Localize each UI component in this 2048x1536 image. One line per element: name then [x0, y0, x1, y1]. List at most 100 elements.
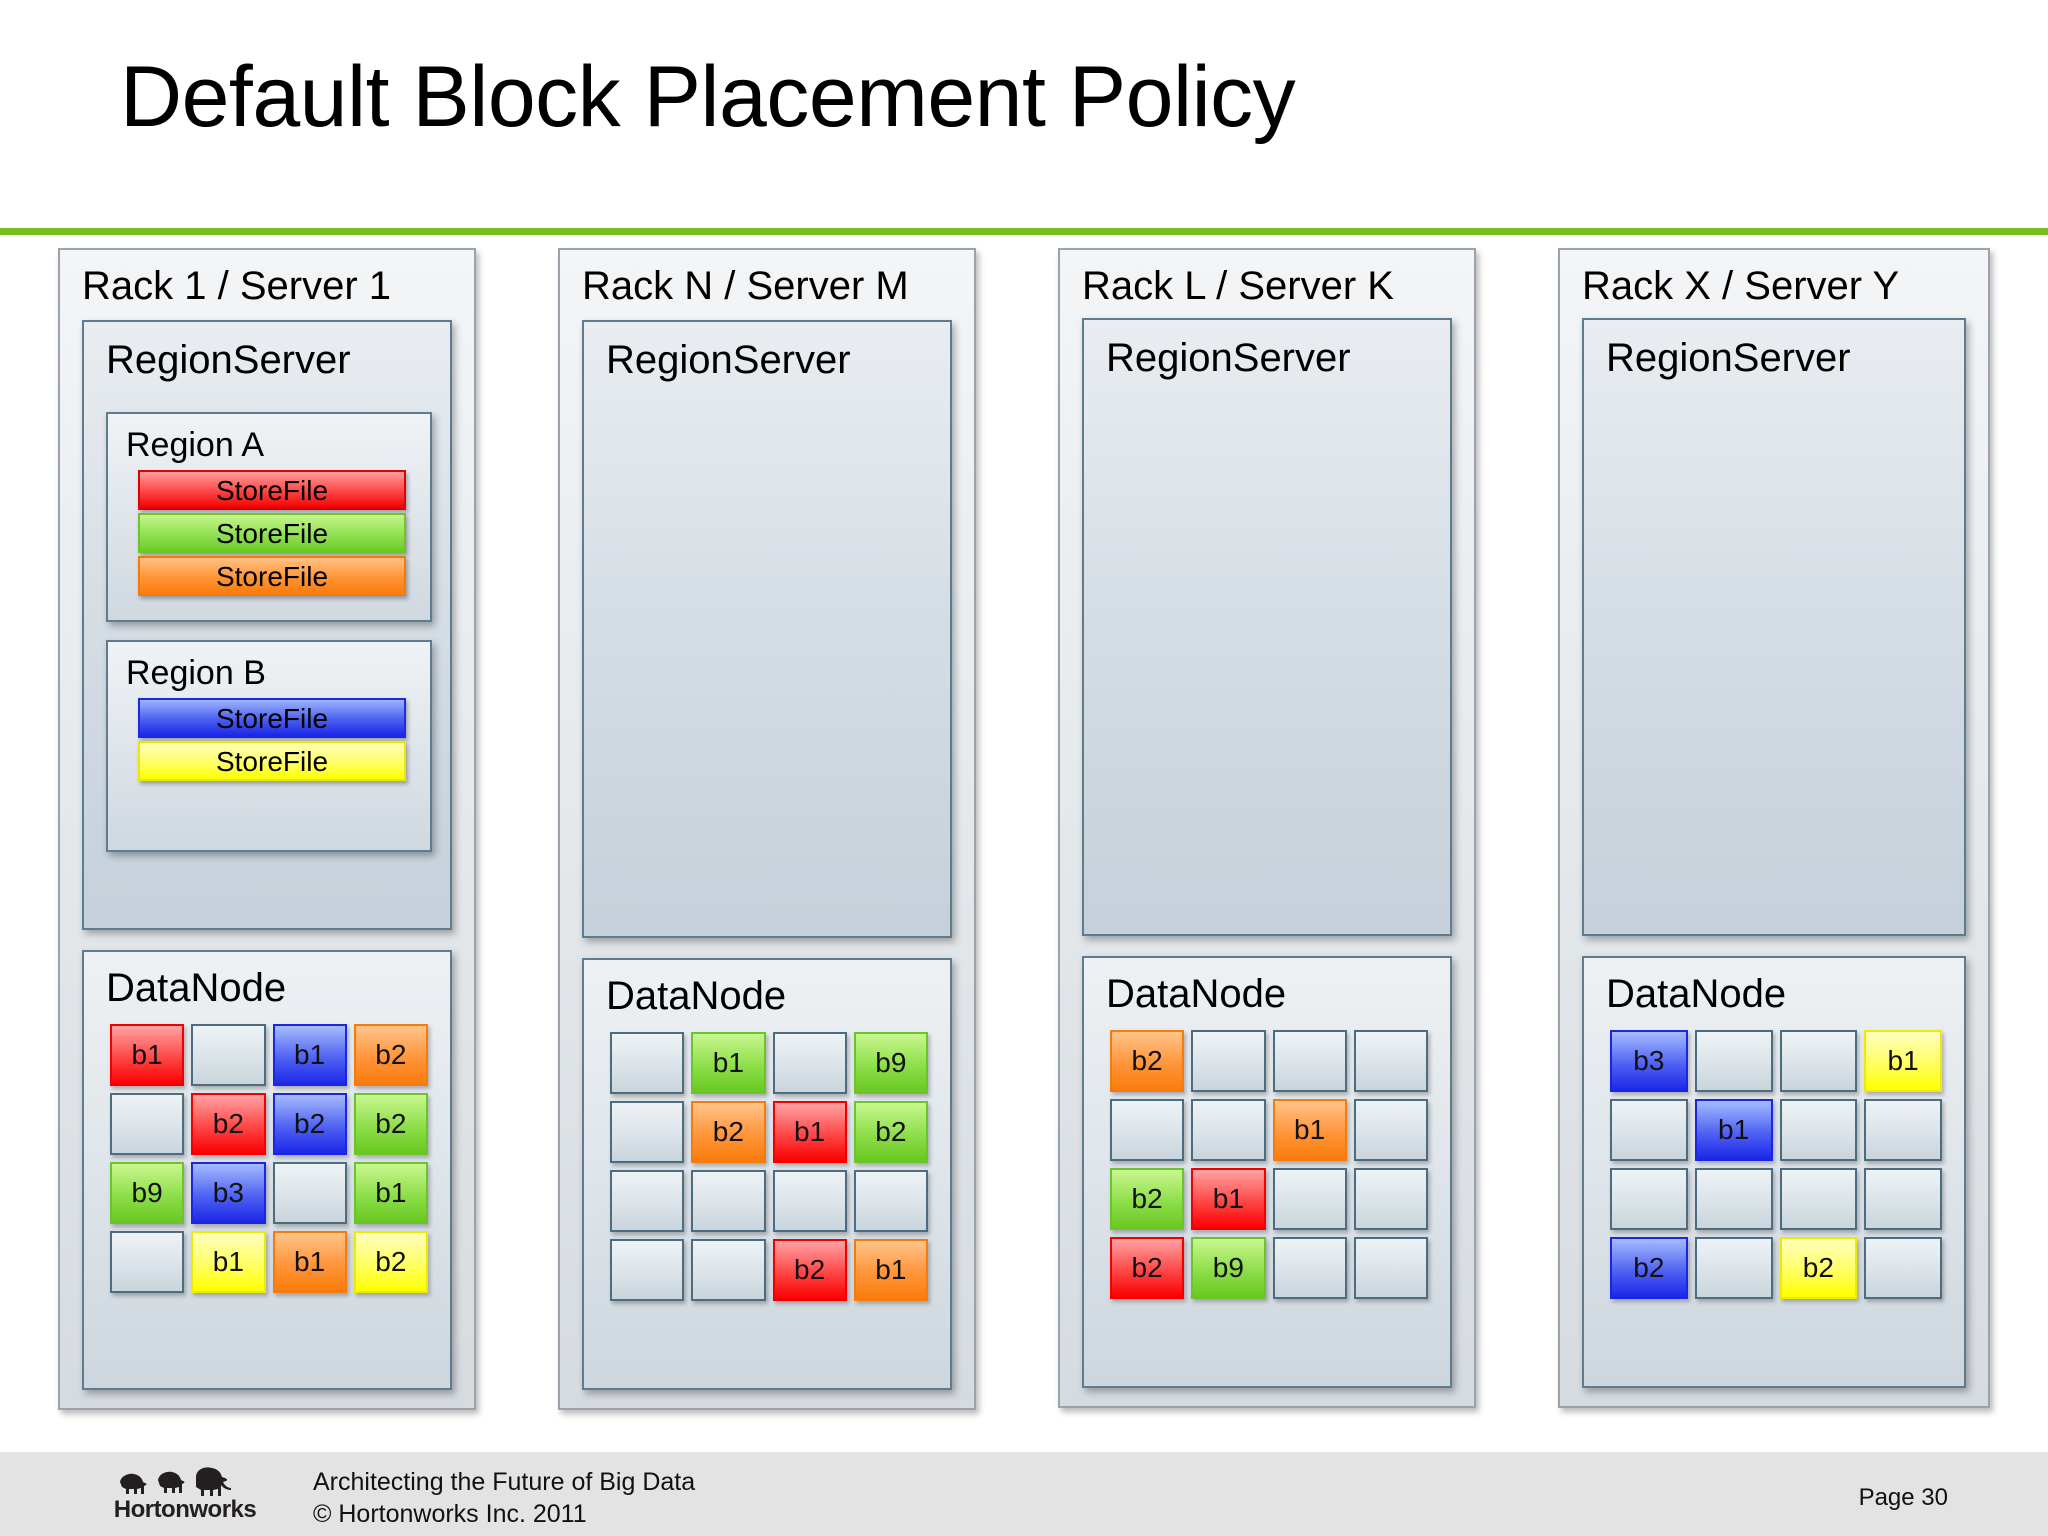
block-cell-empty[interactable]: [1353, 1099, 1428, 1161]
block-cell-empty[interactable]: [691, 1170, 766, 1232]
block-cell-b9[interactable]: b9: [110, 1162, 185, 1224]
block-cell-empty[interactable]: [610, 1032, 685, 1094]
block-cell-b1[interactable]: b1: [1864, 1030, 1942, 1092]
footer-tagline: Architecting the Future of Big Data: [313, 1468, 696, 1496]
block-cell-empty[interactable]: [1694, 1030, 1773, 1092]
block-cell-b1[interactable]: b1: [1272, 1099, 1347, 1161]
block-cell-b2[interactable]: b2: [853, 1101, 928, 1163]
block-cell-empty[interactable]: [610, 1170, 685, 1232]
block-cell-empty[interactable]: [1191, 1099, 1266, 1161]
block-cell-b2[interactable]: b2: [353, 1024, 428, 1086]
block-cell-empty[interactable]: [772, 1170, 847, 1232]
block-cell-empty[interactable]: [191, 1024, 266, 1086]
regionserver-label: RegionServer: [106, 338, 351, 382]
block-cell-empty[interactable]: [1779, 1030, 1858, 1092]
block-cell-empty[interactable]: [1779, 1168, 1858, 1230]
block-cell-empty[interactable]: [1272, 1030, 1347, 1092]
block-cell-b2[interactable]: b2: [353, 1231, 428, 1293]
region-label: Region B: [126, 654, 266, 692]
block-cell-empty[interactable]: [272, 1162, 347, 1224]
block-cell-empty[interactable]: [610, 1239, 685, 1301]
block-cell-b1[interactable]: b1: [272, 1024, 347, 1086]
block-cell-b1[interactable]: b1: [691, 1032, 766, 1094]
block-cell-empty[interactable]: [1272, 1168, 1347, 1230]
regionserver-label: RegionServer: [1606, 336, 1851, 380]
block-cell-b3[interactable]: b3: [191, 1162, 266, 1224]
hortonworks-logo: Hortonworks: [100, 1466, 270, 1524]
storefile-blue: StoreFile: [138, 698, 406, 738]
datanode-label: DataNode: [1106, 972, 1287, 1016]
rack-title: Rack L / Server K: [1082, 264, 1394, 308]
block-cell-empty[interactable]: [1272, 1237, 1347, 1299]
block-cell-empty[interactable]: [1864, 1237, 1942, 1299]
regionserver-label: RegionServer: [1106, 336, 1351, 380]
block-cell-b3[interactable]: b3: [1610, 1030, 1688, 1092]
storefile-orange: StoreFile: [138, 556, 406, 596]
block-cell-empty[interactable]: [1694, 1168, 1773, 1230]
slide-footer: Hortonworks Architecting the Future of B…: [0, 1452, 2048, 1536]
block-cell-empty[interactable]: [1353, 1168, 1428, 1230]
block-cell-b2[interactable]: b2: [272, 1093, 347, 1155]
regionserver-label: RegionServer: [606, 338, 851, 382]
block-cell-b2[interactable]: b2: [191, 1093, 266, 1155]
block-cell-empty[interactable]: [610, 1101, 685, 1163]
rack-title: Rack X / Server Y: [1582, 264, 1900, 308]
three-elephants-icon: [120, 1467, 231, 1496]
region-label: Region A: [126, 426, 264, 464]
block-cell-b2[interactable]: b2: [1110, 1030, 1185, 1092]
block-cell-empty[interactable]: [110, 1231, 185, 1293]
block-cell-empty[interactable]: [853, 1170, 928, 1232]
block-cell-empty[interactable]: [1110, 1099, 1185, 1161]
block-cell-b2[interactable]: b2: [1779, 1237, 1858, 1299]
block-cell-empty[interactable]: [1779, 1099, 1858, 1161]
block-cell-b2[interactable]: b2: [353, 1093, 428, 1155]
block-cell-b2[interactable]: b2: [772, 1239, 847, 1301]
block-cell-empty[interactable]: [1191, 1030, 1266, 1092]
block-cell-b1[interactable]: b1: [1694, 1099, 1773, 1161]
block-cell-empty[interactable]: [1610, 1168, 1688, 1230]
block-cell-b1[interactable]: b1: [353, 1162, 428, 1224]
block-cell-b2[interactable]: b2: [1610, 1237, 1688, 1299]
block-cell-b1[interactable]: b1: [191, 1231, 266, 1293]
rack-title: Rack 1 / Server 1: [82, 264, 392, 308]
block-cell-empty[interactable]: [691, 1239, 766, 1301]
block-cell-b2[interactable]: b2: [691, 1101, 766, 1163]
block-cell-b1[interactable]: b1: [110, 1024, 185, 1086]
storefile-yellow: StoreFile: [138, 741, 406, 781]
block-cell-b1[interactable]: b1: [272, 1231, 347, 1293]
block-cell-empty[interactable]: [772, 1032, 847, 1094]
block-cell-b1[interactable]: b1: [853, 1239, 928, 1301]
block-cell-empty[interactable]: [1694, 1237, 1773, 1299]
block-cell-empty[interactable]: [1353, 1030, 1428, 1092]
block-cell-empty[interactable]: [1864, 1168, 1942, 1230]
datanode-label: DataNode: [1606, 972, 1787, 1016]
block-cell-empty[interactable]: [110, 1093, 185, 1155]
block-cell-b1[interactable]: b1: [1191, 1168, 1266, 1230]
rack-title: Rack N / Server M: [582, 264, 909, 308]
block-cell-b9[interactable]: b9: [1191, 1237, 1266, 1299]
block-cell-empty[interactable]: [1610, 1099, 1688, 1161]
regionserver-panel: RegionServer: [1582, 318, 1966, 936]
footer-text: Architecting the Future of Big Data © Ho…: [313, 1466, 695, 1530]
block-cell-b2[interactable]: b2: [1110, 1237, 1185, 1299]
block-cell-b9[interactable]: b9: [853, 1032, 928, 1094]
block-cell-b1[interactable]: b1: [772, 1101, 847, 1163]
block-cell-empty[interactable]: [1353, 1237, 1428, 1299]
datanode-label: DataNode: [606, 974, 787, 1018]
block-cell-b2[interactable]: b2: [1110, 1168, 1185, 1230]
block-cell-empty[interactable]: [1864, 1099, 1942, 1161]
storefile-green: StoreFile: [138, 513, 406, 553]
